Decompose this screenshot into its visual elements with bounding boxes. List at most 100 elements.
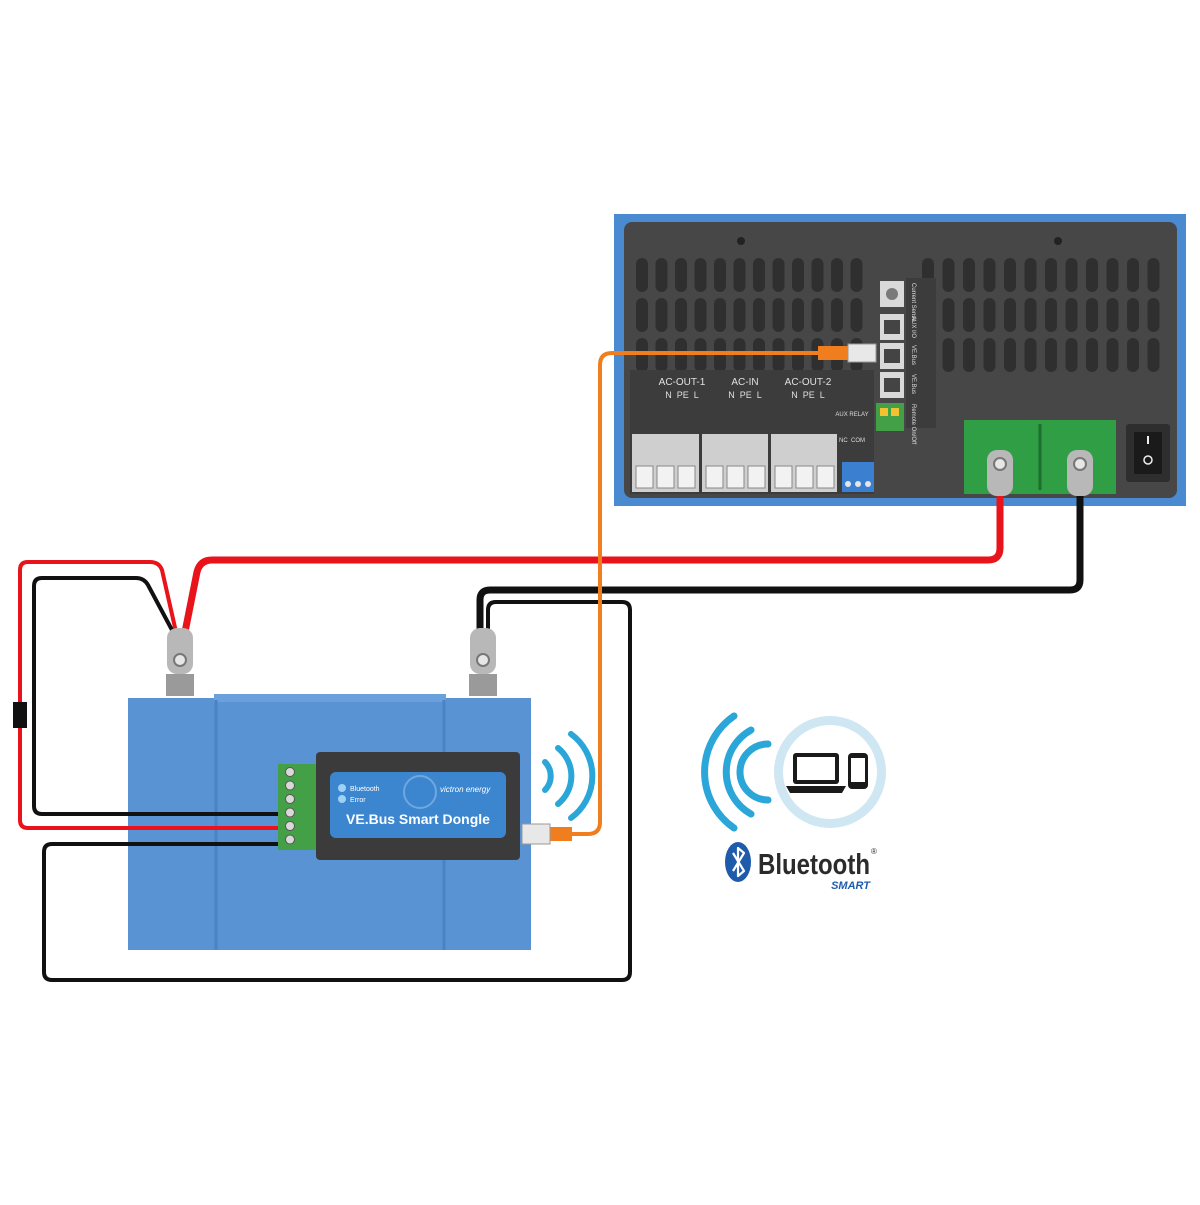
vent-slot [714, 258, 726, 292]
vent-slot [753, 258, 765, 292]
remote-on-off-label: Remote On/Off [910, 404, 916, 445]
dongle-terminal-screw [285, 807, 295, 818]
laptop-icon [786, 753, 846, 793]
vent-slot [983, 338, 996, 372]
vent-slot [963, 258, 975, 292]
vent-slot [1127, 298, 1139, 332]
ac-screw-terminal [774, 465, 793, 489]
brand-label: victron energy [440, 785, 491, 794]
inverter-positive-lug [987, 450, 1013, 496]
vent-slot [1086, 338, 1098, 372]
dongle-terminal-screw [285, 834, 295, 845]
vent-slot [733, 298, 746, 332]
error-led-label: Error [350, 797, 366, 804]
vent-slot [655, 258, 668, 292]
vent-slot [1086, 258, 1098, 292]
ac-screw-terminal [816, 465, 835, 489]
ventilation-slots-right [922, 258, 1160, 372]
vent-slot [636, 258, 648, 292]
vent-slot [1106, 258, 1119, 292]
bluetooth-rune-icon [725, 842, 751, 882]
terminal-group-ac-in: AC-IN N PE L [728, 377, 762, 400]
bluetooth-led [338, 784, 346, 792]
vent-slot [772, 298, 785, 332]
ac-terminal-blocks [632, 434, 837, 492]
vent-slot [1024, 298, 1037, 332]
dongle-terminal-screw [285, 794, 295, 804]
vent-slot [1127, 338, 1139, 372]
aux-relay-label: AUX RELAY [835, 412, 868, 418]
vent-slot [1004, 338, 1016, 372]
vent-slot [1024, 258, 1037, 292]
vent-slot [1045, 258, 1057, 292]
smartphone-icon [848, 753, 868, 789]
vent-slot [714, 298, 726, 332]
vent-slot [850, 258, 863, 292]
ac-screw-terminal [635, 465, 654, 489]
dongle-terminal-screw [285, 780, 295, 791]
vent-slot [831, 258, 843, 292]
negative-cable [32, 488, 1084, 982]
error-led [338, 795, 346, 803]
wireless-waves-icon [701, 712, 772, 832]
signal-waves-icon [542, 731, 596, 821]
vent-slot [1004, 258, 1016, 292]
vent-slot [694, 298, 707, 332]
remote-on-off-terminal [876, 403, 904, 431]
vent-slot [655, 298, 668, 332]
vent-slot [772, 258, 785, 292]
vebus-data-cable [556, 351, 852, 836]
ac-screw-terminal [656, 465, 675, 489]
ac-screw-terminal [747, 465, 766, 489]
vent-slot [792, 298, 804, 332]
vent-slot [1065, 298, 1078, 332]
bluetooth-wordmark: Bluetooth [758, 849, 870, 881]
ac-screw-terminal [726, 465, 745, 489]
vent-slot [1147, 258, 1160, 292]
inverter-negative-lug [1067, 450, 1093, 496]
battery-negative-lug [469, 628, 497, 696]
product-name-label: VE.Bus Smart Dongle [346, 811, 490, 827]
relay-pins-label: NC COM [839, 438, 865, 444]
terminal-group-ac-out-2: AC-OUT-2 N PE L [785, 377, 832, 400]
aux-relay-terminal [842, 462, 874, 492]
vent-slot [811, 258, 824, 292]
inline-fuse [13, 702, 27, 728]
ac-screw-terminal [795, 465, 814, 489]
vent-slot [963, 298, 975, 332]
vent-slot [675, 298, 687, 332]
ac-screw-terminal [677, 465, 696, 489]
ac-out-2-label: AC-OUT-2 [785, 377, 832, 388]
ac-out-1-label: AC-OUT-1 [659, 377, 706, 388]
vent-slot [1127, 258, 1139, 292]
vent-slot [811, 298, 824, 332]
rj45-connector-inverter [818, 343, 877, 363]
ac-in-label: AC-IN [731, 377, 758, 388]
bluetooth-badge: Bluetooth ® SMART [701, 712, 886, 892]
dongle-terminal-screw [285, 767, 295, 777]
vent-slot [963, 338, 975, 372]
vent-slot [983, 298, 996, 332]
ac-screw-terminal [705, 465, 724, 489]
vent-slot [675, 258, 687, 292]
vent-slot [850, 298, 863, 332]
bluetooth-smart-label: SMART [831, 880, 871, 892]
bluetooth-led-label: Bluetooth [350, 786, 380, 793]
ventilation-slots-left [636, 258, 863, 372]
dongle-terminal-screw [285, 821, 295, 831]
vent-slot [942, 258, 955, 292]
vent-slot [1024, 338, 1037, 372]
trademark-symbol: ® [871, 847, 877, 856]
vent-slot [942, 338, 955, 372]
vent-slot [1086, 298, 1098, 332]
vent-slot [1065, 258, 1078, 292]
battery-positive-lug [166, 628, 194, 696]
inverter-charger: AC-OUT-1 N PE L AC-IN N PE L AC-OUT-2 N … [614, 214, 1186, 506]
dongle-terminal-block [278, 764, 318, 850]
bluetooth-logo: Bluetooth ® SMART [725, 842, 877, 892]
vent-slot [792, 258, 804, 292]
vent-slot [1045, 298, 1057, 332]
vebus-label-2: VE.Bus [910, 374, 916, 394]
terminal-group-ac-out-1: AC-OUT-1 N PE L [659, 377, 706, 400]
